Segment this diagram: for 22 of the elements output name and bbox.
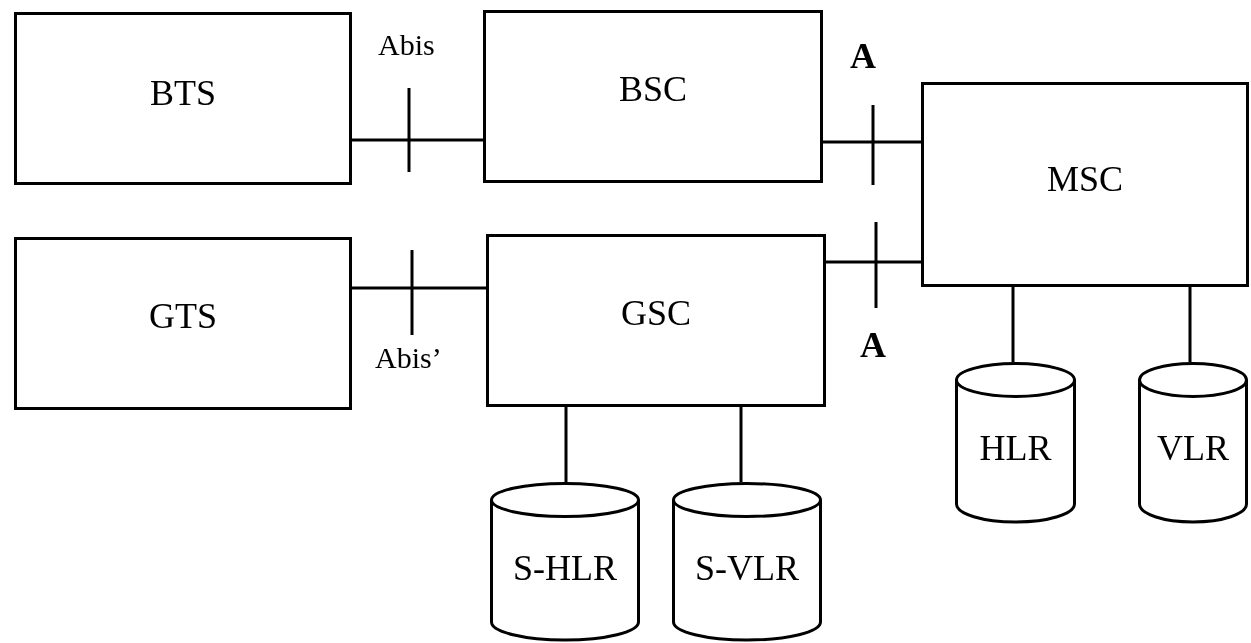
component-box — [921, 82, 1249, 287]
node-label: GSC — [620, 295, 692, 331]
node-label: S-VLR — [694, 550, 800, 586]
node-label: VLR — [1156, 430, 1230, 466]
connector-line — [352, 286, 486, 290]
node-label: HLR — [978, 430, 1053, 466]
node-label: GTS — [148, 298, 218, 334]
component-box — [14, 237, 352, 410]
connector-line — [823, 140, 921, 144]
node-label: MSC — [1045, 161, 1124, 197]
node-label: S-HLR — [512, 550, 618, 586]
node-label: BSC — [617, 71, 688, 107]
component-box — [483, 10, 823, 183]
connector-line — [1011, 287, 1015, 362]
component-box — [486, 234, 826, 407]
component-box — [14, 12, 352, 185]
connector-line — [826, 260, 921, 264]
connector-line — [1188, 287, 1192, 362]
connector-line — [564, 407, 568, 482]
connector-line — [352, 138, 483, 142]
node-label: BTS — [149, 75, 217, 111]
connector-line — [739, 407, 743, 482]
